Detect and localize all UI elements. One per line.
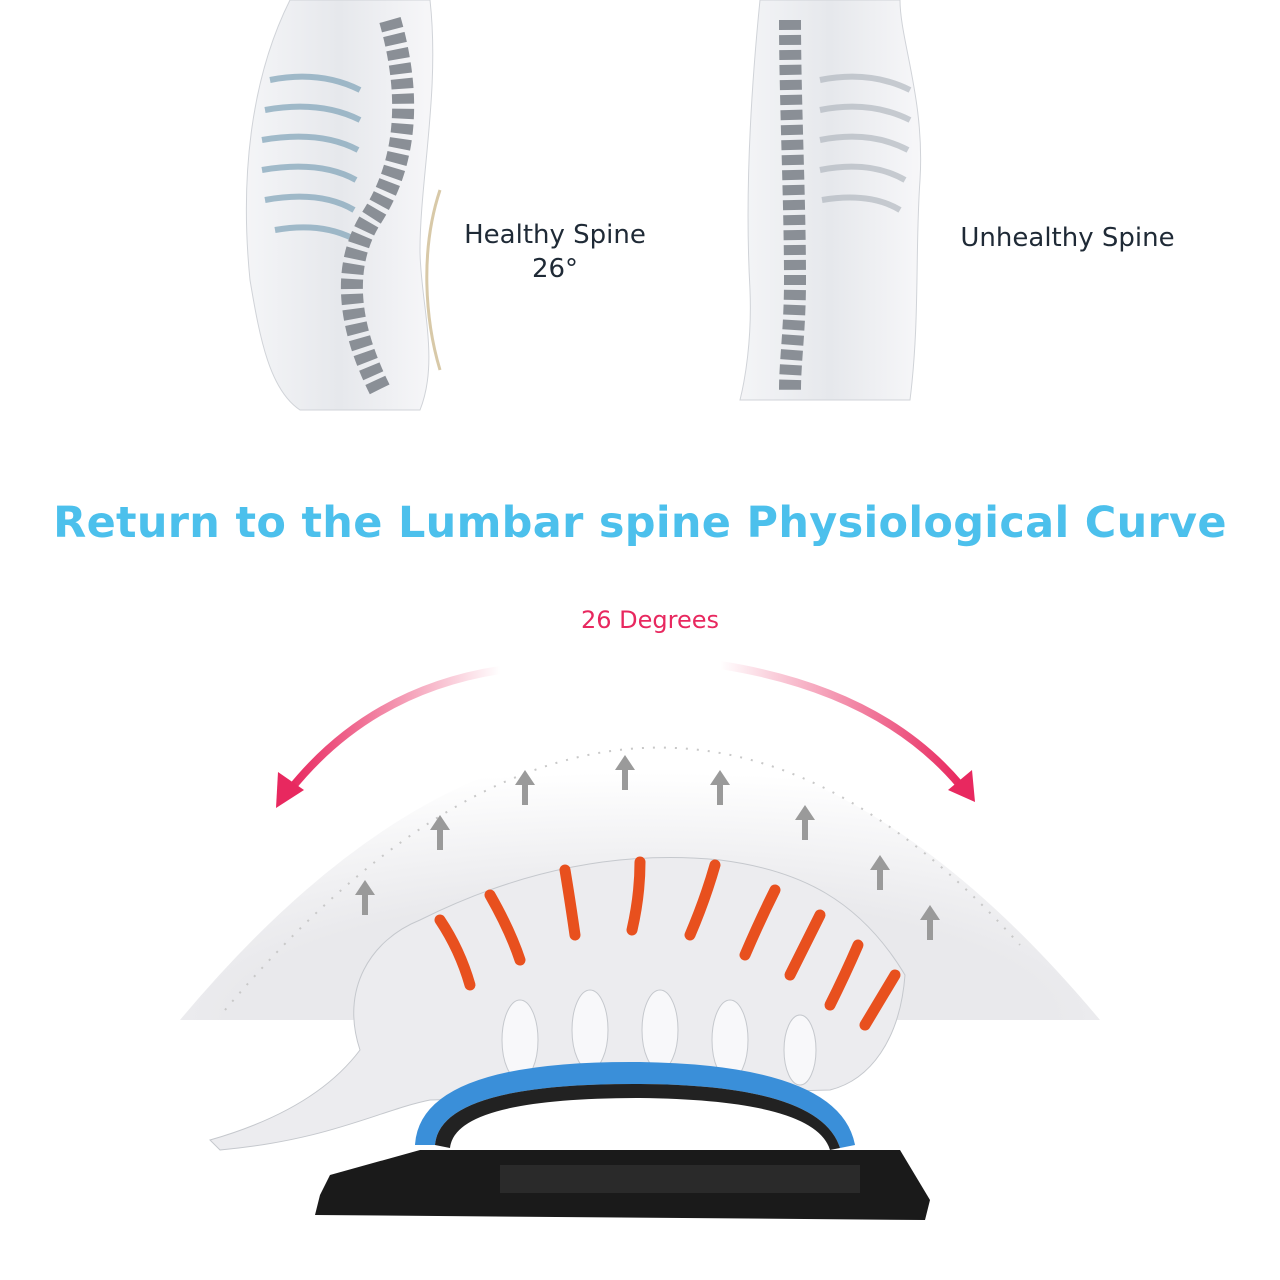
unhealthy-torso [739,0,922,401]
arrow-left-icon [286,666,501,793]
pressure-arrows [355,755,940,940]
unhealthy-spine-label: Unhealthy Spine [960,223,1175,253]
arc-label: 26 Degrees [580,606,720,634]
back-stretcher [315,1061,930,1220]
degree-scale [224,746,1021,1011]
healthy-torso [245,0,442,411]
headline: Return to the Lumbar spine Physiological… [53,498,1227,548]
healthy-spine-label: Healthy Spine [464,220,646,250]
healthy-spine-angle: 26° [531,254,579,284]
arrow-right-icon [719,661,964,788]
